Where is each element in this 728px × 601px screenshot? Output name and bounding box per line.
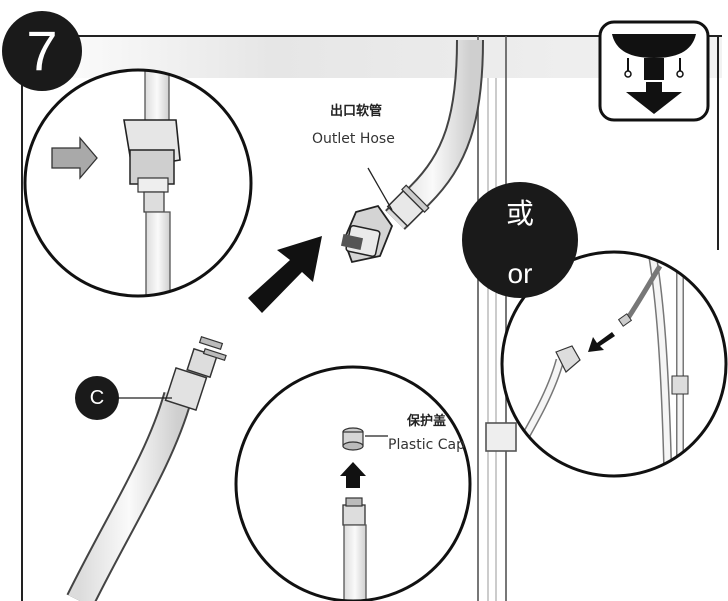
or-label-cn: 或 bbox=[505, 197, 534, 230]
zoom-circle-alternative bbox=[500, 250, 728, 478]
step-number-badge bbox=[2, 11, 82, 91]
outlet-hose-label-en: Outlet Hose bbox=[312, 131, 395, 147]
or-label-en: or bbox=[507, 258, 533, 289]
down-arrow-icon bbox=[626, 82, 682, 114]
sink-drain-icon bbox=[598, 20, 710, 122]
zoom-circle-plastic-cap bbox=[234, 365, 472, 601]
insert-arrow bbox=[248, 236, 322, 313]
zoom-circle-connector bbox=[23, 68, 253, 298]
up-arrow-icon bbox=[340, 462, 366, 488]
outlet-hose-label-cn: 出口软管 bbox=[330, 104, 383, 119]
part-c-label: C bbox=[89, 387, 105, 409]
part-c-badge bbox=[75, 376, 119, 420]
outlet-connector bbox=[340, 204, 394, 264]
small-arrow-icon bbox=[588, 332, 615, 352]
step-number: 7 bbox=[26, 19, 58, 82]
plastic-cap-label-en: Plastic Cap bbox=[388, 437, 465, 453]
plastic-cap-label-cn: 保护盖 bbox=[407, 414, 447, 429]
push-arrow-icon bbox=[51, 136, 98, 180]
outlet-hose-leader-line bbox=[367, 167, 393, 211]
background-pipes bbox=[477, 36, 517, 601]
hose-c bbox=[66, 335, 227, 601]
outlet-hose bbox=[340, 39, 484, 264]
or-badge bbox=[462, 182, 578, 298]
